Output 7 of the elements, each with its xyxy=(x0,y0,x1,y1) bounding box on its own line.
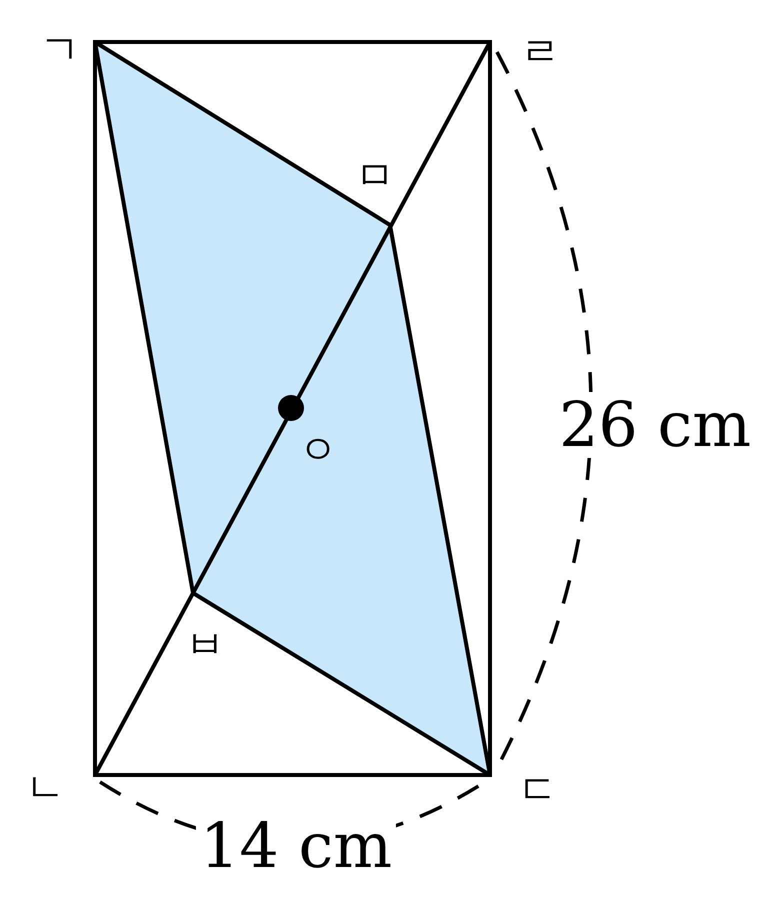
point-label: ㄷ xyxy=(518,770,558,810)
point-label: ㅇ xyxy=(298,430,338,470)
point-label: ㅂ xyxy=(185,625,225,665)
point-label: ㄴ xyxy=(25,768,65,808)
point-label: ㅁ xyxy=(355,156,395,196)
point-label: ㄹ xyxy=(520,32,560,72)
point-label: ㄱ xyxy=(40,30,80,70)
